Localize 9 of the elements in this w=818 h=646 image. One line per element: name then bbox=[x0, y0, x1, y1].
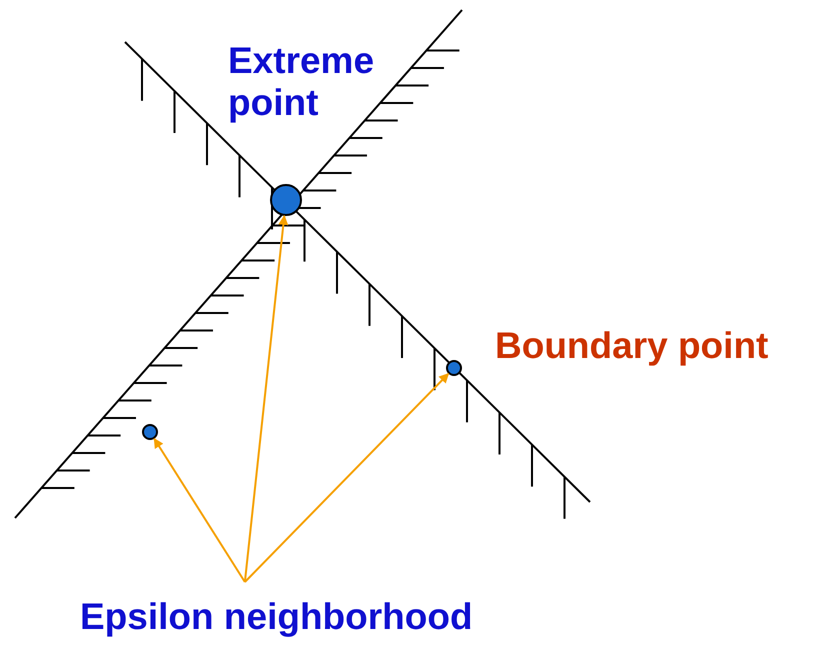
point-marker bbox=[270, 184, 302, 216]
point-label: Boundary point bbox=[495, 325, 770, 367]
leader-arrow bbox=[244, 214, 288, 582]
point-marker bbox=[446, 360, 462, 376]
callout-text: Epsilon neighborhood bbox=[80, 582, 473, 638]
point-label: Extreme point bbox=[228, 40, 376, 124]
leader-arrow bbox=[153, 438, 246, 583]
point-marker bbox=[142, 424, 158, 440]
leader-arrow bbox=[244, 373, 450, 583]
